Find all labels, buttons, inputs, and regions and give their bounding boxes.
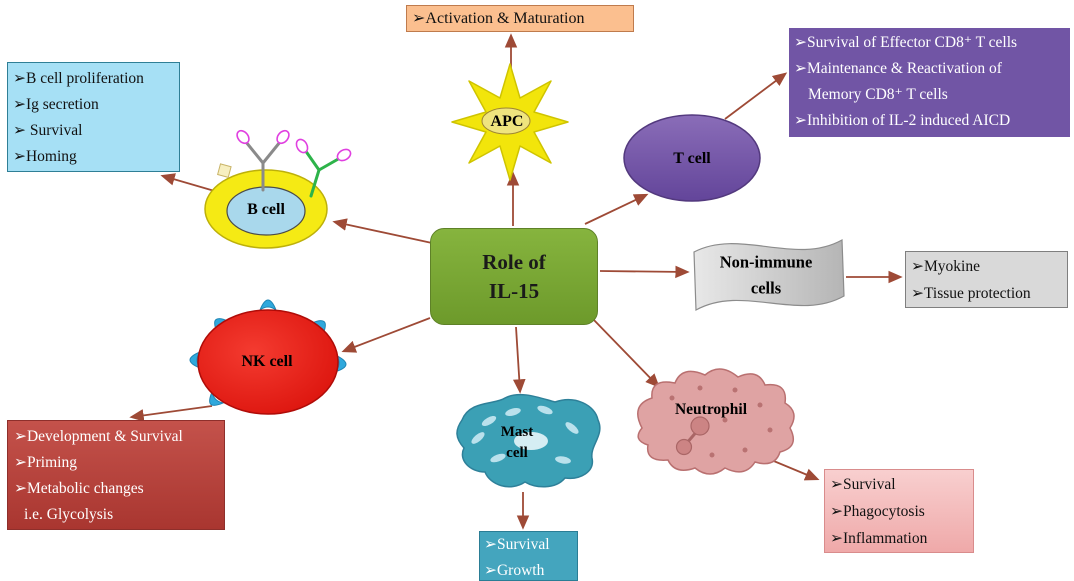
apc-effect-item: ➢Activation & Maturation bbox=[412, 10, 585, 27]
b-cell-label: B cell bbox=[247, 201, 285, 218]
b-cell-effect-item: ➢Homing bbox=[13, 148, 77, 165]
non-immune-effect-item: ➢Myokine bbox=[911, 258, 980, 275]
neutrophil-effect-item: ➢Inflammation bbox=[830, 530, 928, 547]
center-node-line1: Role of bbox=[482, 250, 546, 275]
nk-cell-effect-item: ➢Priming bbox=[14, 454, 77, 471]
t-cell-effect-item: ➢Maintenance & Reactivation of bbox=[794, 60, 1002, 77]
t-cell-effect-item-continued: Memory CD8⁺ T cells bbox=[808, 86, 948, 103]
b-cell-effect-item: ➢Ig secretion bbox=[13, 96, 99, 113]
nk-cell-effect-item-continued: i.e. Glycolysis bbox=[24, 506, 114, 523]
neutrophil-shape bbox=[637, 368, 795, 475]
t-cell-shape bbox=[623, 114, 761, 202]
connector-arrows bbox=[129, 33, 903, 530]
antibody-gray-tip-left bbox=[236, 129, 250, 145]
antibody-green-icon bbox=[303, 148, 342, 198]
neutrophil-effect-item: ➢Survival bbox=[830, 476, 896, 493]
antibody-gray-icon bbox=[244, 140, 282, 192]
center-node-line2: IL-15 bbox=[488, 278, 540, 303]
mast-cell-shape bbox=[456, 393, 601, 488]
neutrophil-body bbox=[637, 368, 795, 475]
antibody-green-tip-right bbox=[336, 148, 352, 162]
arrow-center-to-neutrophil bbox=[591, 317, 660, 388]
neutrophil-nucleus-lobe-2 bbox=[675, 438, 693, 456]
non-immune-cells-shape bbox=[693, 239, 845, 311]
mast-cell-label: Mast cell bbox=[501, 422, 534, 464]
t-cell-effects-box: ➢Survival of Effector CD8⁺ T cells ➢Main… bbox=[789, 28, 1070, 137]
nk-cell-shape bbox=[189, 299, 347, 415]
b-cell-shape bbox=[204, 129, 352, 249]
b-cell-effect-item: ➢ Survival bbox=[13, 122, 83, 139]
apc-label: APC bbox=[490, 113, 524, 130]
b-cell-effect-item: ➢B cell proliferation bbox=[13, 70, 144, 87]
neutrophil-dots bbox=[669, 385, 773, 458]
mast-cell-label-line1: Mast bbox=[500, 424, 534, 440]
apc-nucleus bbox=[481, 107, 531, 135]
b-cell-effects-box: ➢B cell proliferation ➢Ig secretion ➢ Su… bbox=[7, 62, 180, 172]
mast-cell-effects-box: ➢Survival ➢Growth bbox=[479, 531, 578, 581]
apc-effects-box: ➢Activation & Maturation bbox=[406, 5, 634, 32]
mast-center-granule bbox=[514, 432, 548, 450]
arrow-center-to-tcell bbox=[584, 193, 649, 225]
mast-cell-label-line2: cell bbox=[506, 445, 528, 461]
nk-cell-effects-box: ➢Development & Survival ➢Priming ➢Metabo… bbox=[7, 420, 225, 530]
center-node-role-of-il15: Role of IL-15 bbox=[430, 228, 598, 325]
apc-cell-shape bbox=[451, 63, 569, 181]
neutrophil-nucleus-lobe-1 bbox=[690, 416, 710, 436]
mast-cell-effect-item: ➢Survival bbox=[484, 536, 550, 553]
mast-granules bbox=[471, 405, 579, 464]
neutrophil-effects-box: ➢Survival ➢Phagocytosis ➢Inflammation bbox=[824, 469, 974, 553]
antibody-green-tip-left bbox=[295, 138, 309, 154]
arrow-center-to-nkcell bbox=[341, 317, 431, 353]
neutrophil-label: Neutrophil bbox=[674, 401, 748, 418]
non-immune-effect-item: ➢Tissue protection bbox=[911, 285, 1031, 302]
nk-cell-effect-item: ➢Metabolic changes bbox=[14, 480, 144, 497]
nk-body bbox=[197, 309, 339, 415]
nk-cell-label: NK cell bbox=[241, 353, 293, 370]
arrow-tcell-to-box bbox=[724, 72, 788, 120]
nk-cell-effect-item: ➢Development & Survival bbox=[14, 428, 183, 445]
arrow-center-to-nonimmune bbox=[599, 265, 690, 279]
arrow-bcell-to-box bbox=[160, 173, 219, 193]
bcr-receptor bbox=[217, 163, 232, 178]
neutrophil-effect-item: ➢Phagocytosis bbox=[830, 503, 925, 520]
t-cell-effect-item: ➢Survival of Effector CD8⁺ T cells bbox=[794, 34, 1018, 51]
arrow-center-to-bcell bbox=[332, 218, 433, 244]
non-immune-cells-label: Non-immune cells bbox=[720, 249, 813, 300]
t-cell-label: T cell bbox=[673, 150, 711, 167]
arrow-center-to-mast bbox=[512, 326, 526, 394]
b-cell-nucleus bbox=[226, 186, 306, 236]
non-immune-cells-label-line1: Non-immune bbox=[719, 252, 813, 272]
mast-cell-effect-item: ➢Growth bbox=[484, 562, 545, 579]
non-immune-effects-box: ➢Myokine ➢Tissue protection bbox=[905, 251, 1068, 308]
t-cell-effect-item: ➢Inhibition of IL-2 induced AICD bbox=[794, 112, 1011, 129]
non-immune-cells-label-line2: cells bbox=[750, 278, 782, 297]
antibody-gray-tip-right bbox=[276, 129, 290, 145]
arrow-nkcell-to-box bbox=[129, 405, 213, 422]
